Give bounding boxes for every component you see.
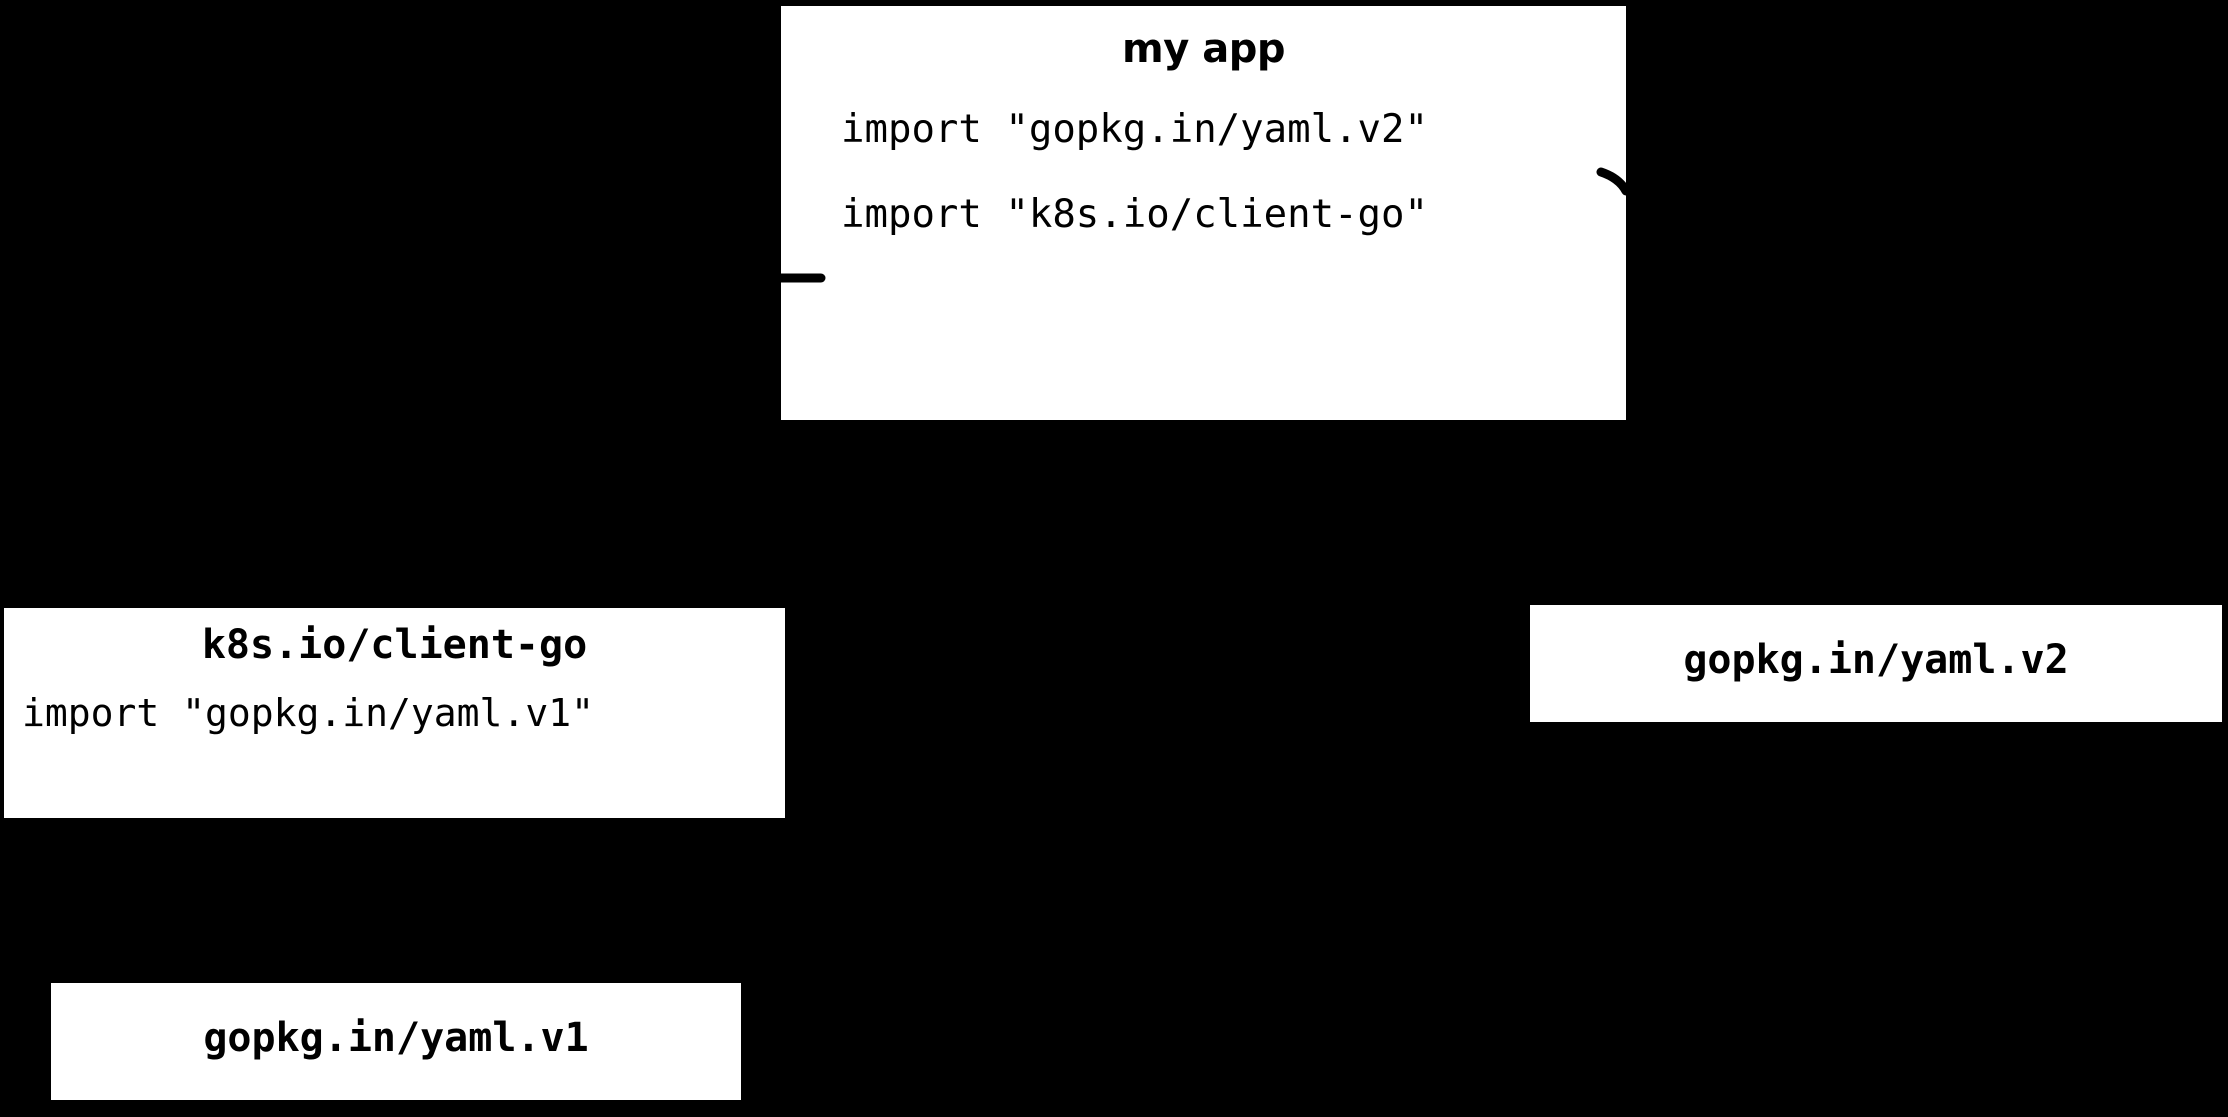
- node-gopkg-in-yaml-v1[interactable]: gopkg.in/yaml.v1: [51, 983, 741, 1100]
- node-my-app-imports: import "gopkg.in/yaml.v2" import "k8s.io…: [781, 110, 1626, 234]
- node-my-app-title: my app: [1122, 26, 1285, 72]
- node-my-app[interactable]: my app import "gopkg.in/yaml.v2" import …: [781, 6, 1626, 420]
- node-gopkg-in-yaml-v1-title: gopkg.in/yaml.v1: [203, 1015, 589, 1061]
- node-k8s-io-client-go-title: k8s.io/client-go: [201, 622, 588, 668]
- import-statement-client-go[interactable]: import "k8s.io/client-go": [841, 192, 1428, 237]
- node-k8s-io-client-go[interactable]: k8s.io/client-go import "gopkg.in/yaml.v…: [4, 608, 785, 818]
- node-k8s-io-client-go-imports: import "gopkg.in/yaml.v1": [4, 694, 785, 732]
- import-statement-yaml-v1[interactable]: import "gopkg.in/yaml.v1": [22, 691, 594, 735]
- import-statement-yaml-v2[interactable]: import "gopkg.in/yaml.v2": [841, 107, 1428, 152]
- node-gopkg-in-yaml-v2[interactable]: gopkg.in/yaml.v2: [1530, 605, 2222, 722]
- node-gopkg-in-yaml-v2-title: gopkg.in/yaml.v2: [1683, 637, 2069, 683]
